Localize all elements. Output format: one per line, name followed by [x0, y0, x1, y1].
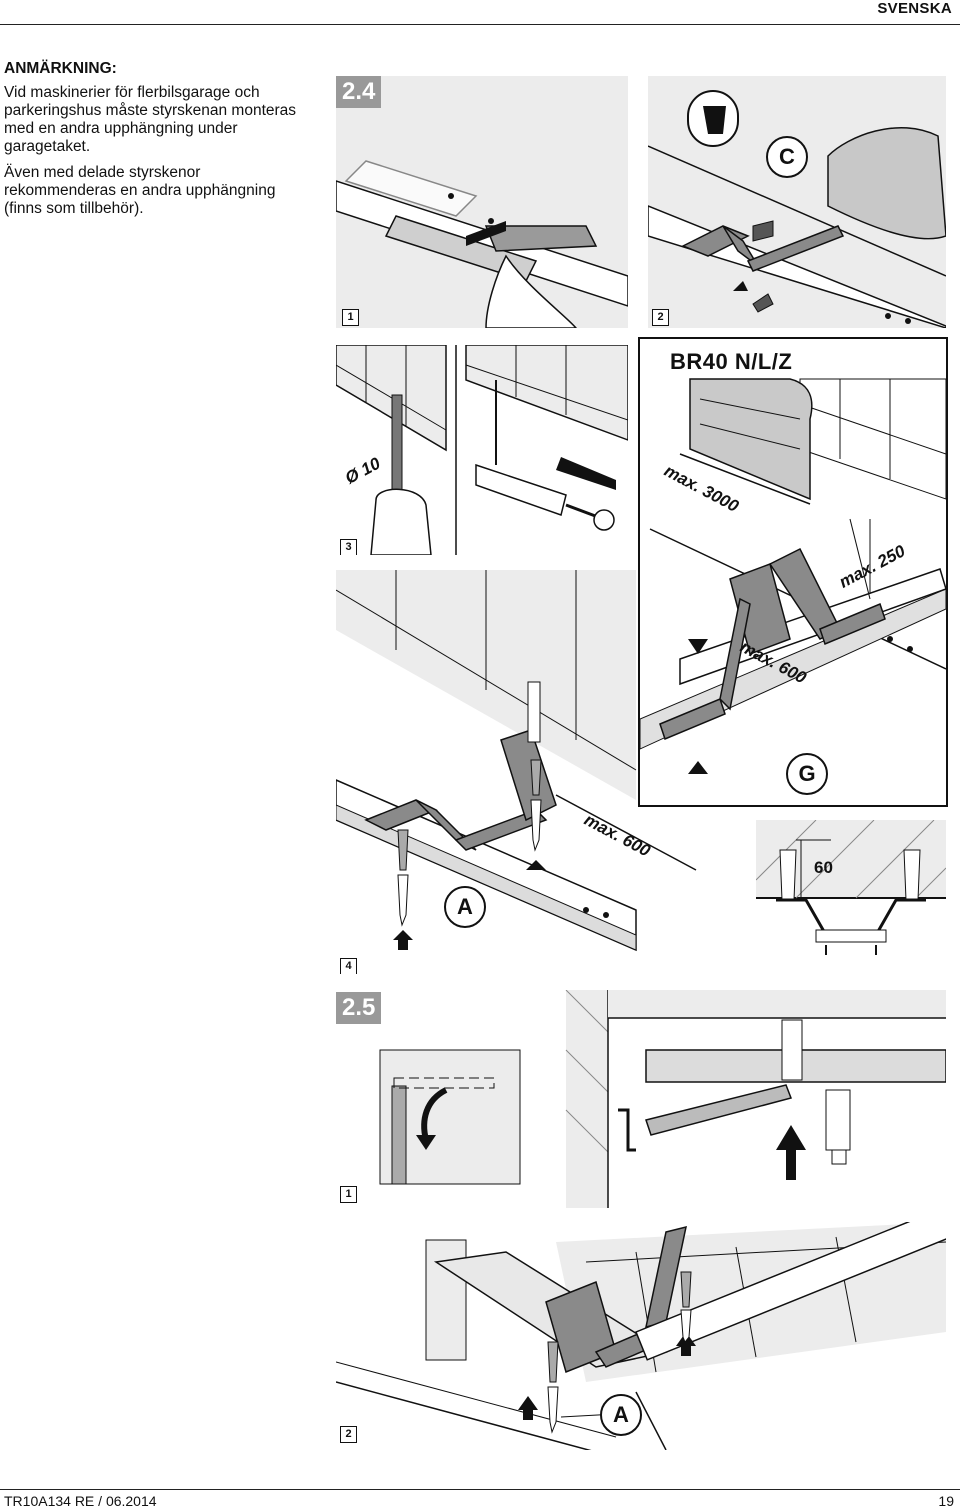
- cross-section-illustration: [756, 820, 946, 955]
- panel-2-5-step-1: 2.5 1: [336, 990, 946, 1208]
- br40-detail-frame: BR40 N/L/Z max. 3000 max. 250 max. 600 G: [638, 337, 948, 807]
- note-paragraph-1: Vid maskinerier för flerbilsgarage och p…: [4, 84, 297, 155]
- door-rail-mount-illustration: [336, 1222, 946, 1450]
- panel-2-4-step-2: C 2: [648, 76, 946, 328]
- rail-cover-illustration: [336, 160, 628, 328]
- drill-dust-illustration: [336, 345, 628, 555]
- ceiling-mount-illustration: [336, 570, 697, 952]
- step-number-2: 2: [652, 309, 669, 326]
- dimension-60-label: 60: [814, 858, 833, 877]
- section-badge-2-5: 2.5: [336, 992, 382, 1024]
- panel-2-4-step-1: 2.4 1: [336, 76, 628, 328]
- label-g: G: [786, 753, 828, 795]
- label-a: A: [444, 886, 486, 928]
- panel-2-4-step-3: Ø 10 3: [336, 345, 628, 555]
- step-number-2-5-2: 2: [340, 1426, 357, 1443]
- page-number: 19: [938, 1493, 954, 1509]
- note-paragraph-2: Även med delade styrskenor rekommenderas…: [4, 164, 276, 217]
- footer-rule: [0, 1489, 960, 1490]
- model-label: BR40 N/L/Z: [670, 349, 793, 374]
- cross-section-detail: 60: [756, 820, 946, 974]
- note-block: ANMÄRKNING: Vid maskinerier för flerbils…: [4, 60, 314, 226]
- step-number-2-5-1: 1: [340, 1186, 357, 1203]
- step-number-3: 3: [340, 539, 357, 555]
- note-title: ANMÄRKNING:: [4, 60, 117, 77]
- door-arm-illustration: [379, 990, 946, 1208]
- br40-rail-illustration: [639, 378, 947, 774]
- label-c: C: [766, 136, 808, 178]
- step-number-4: 4: [340, 958, 357, 974]
- step-number-1: 1: [342, 309, 359, 326]
- language-label: SVENSKA: [877, 0, 952, 17]
- bracket-gloves-illustration: [648, 90, 946, 328]
- header-rule: [0, 24, 960, 25]
- section-badge-2-4: 2.4: [336, 76, 382, 108]
- document-code: TR10A134 RE / 06.2014: [4, 1493, 157, 1509]
- label-a-2-5: A: [600, 1394, 642, 1436]
- panel-2-5-step-2: A 2: [336, 1222, 946, 1450]
